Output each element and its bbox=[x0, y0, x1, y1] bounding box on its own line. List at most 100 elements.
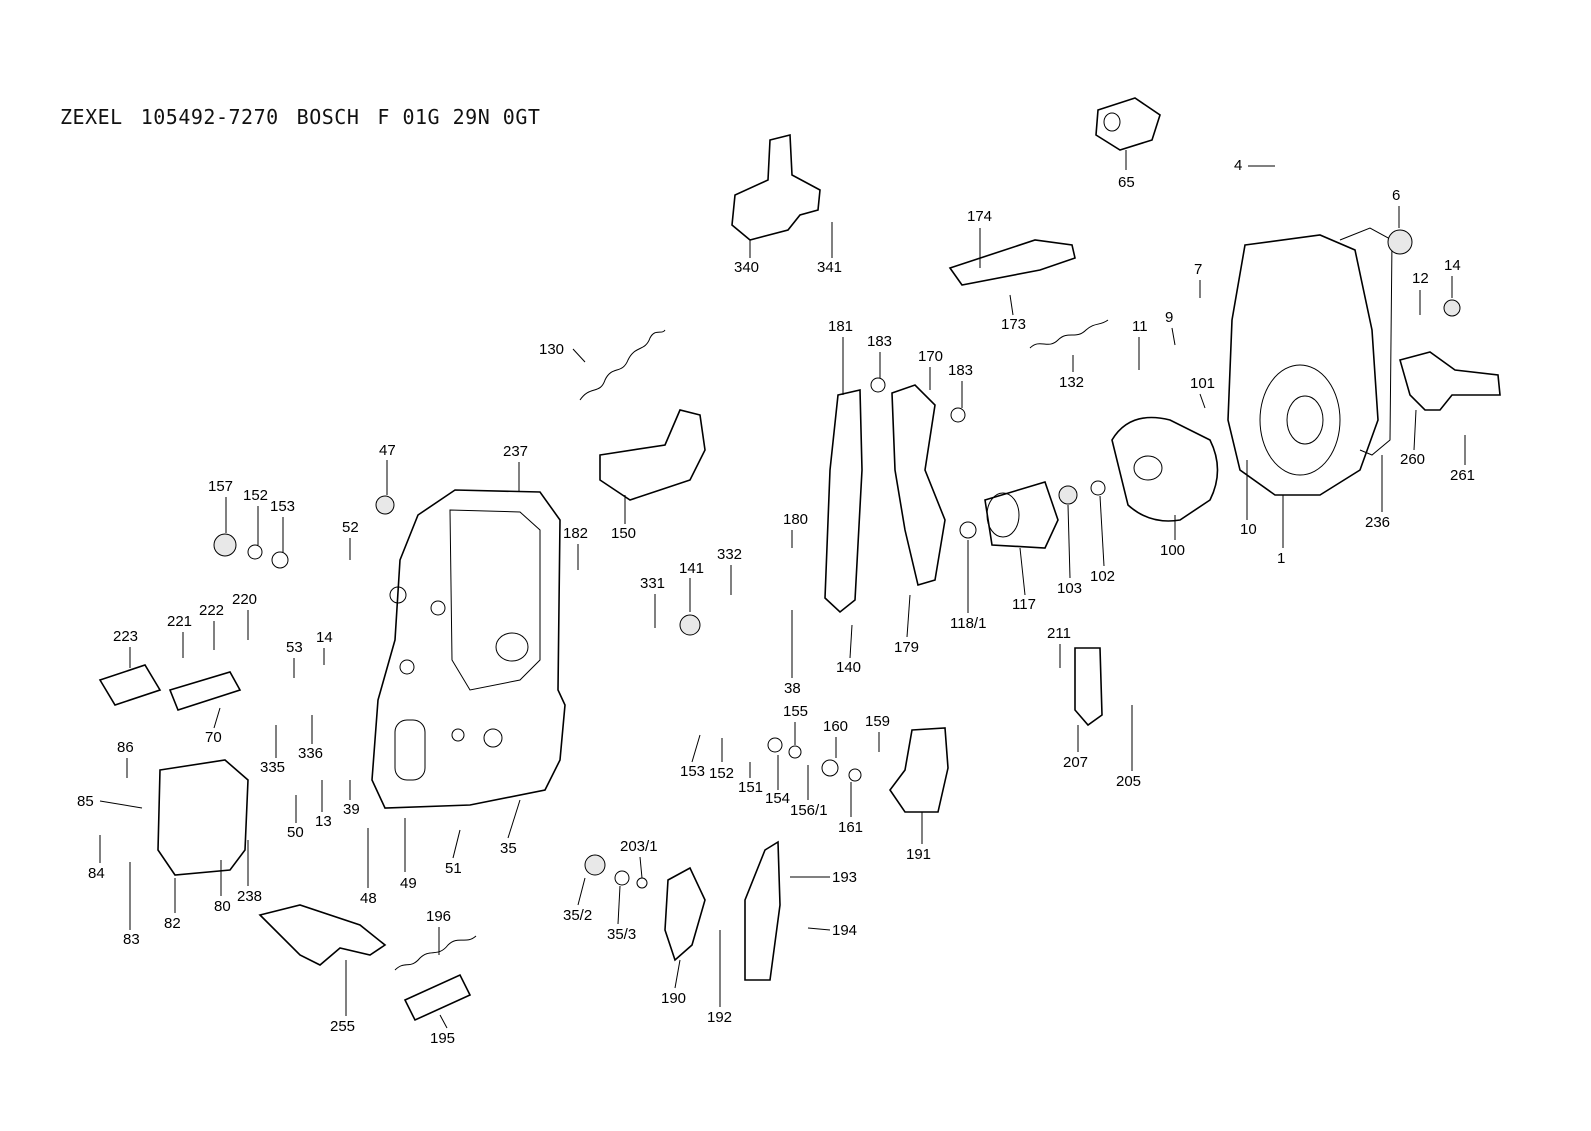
spring-130-shape bbox=[579, 329, 666, 401]
part-label-p80: 80 bbox=[214, 898, 231, 915]
part-label-p35_2: 35/2 bbox=[563, 907, 592, 924]
part-number-labels: 146791011121314143535/235/33839474849505… bbox=[77, 157, 1475, 1047]
fastener-103 bbox=[1058, 485, 1078, 505]
part-label-p331: 331 bbox=[640, 575, 665, 592]
leader-line-p190 bbox=[674, 959, 681, 989]
part-label-p170: 170 bbox=[918, 348, 943, 365]
housing-boss-1 bbox=[389, 586, 407, 604]
part-label-p336: 336 bbox=[298, 745, 323, 762]
part-label-p194: 194 bbox=[832, 922, 857, 939]
tube-195-shape bbox=[403, 973, 472, 1022]
part-label-p156_1: 156/1 bbox=[790, 802, 828, 819]
bracket-193-shape bbox=[744, 840, 781, 981]
leader-line-p35 bbox=[507, 799, 521, 839]
part-label-p220: 220 bbox=[232, 591, 257, 608]
part-label-p11: 11 bbox=[1132, 318, 1148, 335]
fastener-203-1 bbox=[636, 877, 648, 889]
part-label-p332: 332 bbox=[717, 546, 742, 563]
fastener-102 bbox=[1090, 480, 1106, 496]
part-label-p132: 132 bbox=[1059, 374, 1084, 391]
cap-nut-shape bbox=[1095, 97, 1161, 151]
leader-line-p140 bbox=[849, 624, 853, 659]
part-label-p157: 157 bbox=[208, 478, 233, 495]
part-label-p159: 159 bbox=[865, 713, 890, 730]
part-label-p1: 1 bbox=[1277, 550, 1285, 567]
part-label-p182: 182 bbox=[563, 525, 588, 542]
cap-nut-hole bbox=[1103, 112, 1121, 132]
lever-181-shape bbox=[824, 389, 863, 614]
part-label-p238: 238 bbox=[237, 888, 262, 905]
pump-body-bore-inner bbox=[1286, 395, 1324, 445]
part-label-p237: 237 bbox=[503, 443, 528, 460]
part-label-p84: 84 bbox=[88, 865, 105, 882]
part-label-p190: 190 bbox=[661, 990, 686, 1007]
part-label-p152a: 152 bbox=[243, 487, 268, 504]
small-fasteners bbox=[213, 229, 1461, 889]
fastener-14 bbox=[1443, 299, 1461, 317]
part-label-p152b: 152 bbox=[709, 765, 734, 782]
lever-190-shape bbox=[664, 866, 706, 962]
part-label-p117: 117 bbox=[1012, 596, 1036, 613]
part-label-p181: 181 bbox=[828, 318, 853, 335]
part-label-p192: 192 bbox=[707, 1009, 732, 1026]
fastener-47 bbox=[375, 495, 395, 515]
leader-line-p101 bbox=[1199, 393, 1206, 409]
leader-line-p103 bbox=[1067, 504, 1071, 579]
part-label-p173: 173 bbox=[1001, 316, 1026, 333]
part-label-p153b: 153 bbox=[680, 763, 705, 780]
part-label-p70: 70 bbox=[205, 729, 222, 746]
leader-line-p173 bbox=[1009, 294, 1014, 316]
part-label-p13: 13 bbox=[315, 813, 332, 830]
part-label-p140: 140 bbox=[836, 659, 861, 676]
part-label-p236: 236 bbox=[1365, 514, 1390, 531]
spring-196-shape bbox=[394, 935, 477, 971]
leader-line-p85 bbox=[99, 800, 143, 809]
part-label-p183a: 183 bbox=[867, 333, 892, 350]
part-label-p86: 86 bbox=[117, 739, 134, 756]
shaft-70-shape bbox=[168, 671, 242, 711]
leader-line-p70 bbox=[213, 707, 221, 729]
part-label-p14a: 14 bbox=[1444, 257, 1461, 274]
plug-223-shape bbox=[98, 664, 162, 706]
part-label-p141: 141 bbox=[679, 560, 704, 577]
bracket-340-shape bbox=[731, 133, 821, 241]
part-label-p260: 260 bbox=[1400, 451, 1425, 468]
part-label-p155: 155 bbox=[783, 703, 808, 720]
leader-line-p195 bbox=[439, 1014, 448, 1029]
part-label-p49: 49 bbox=[400, 875, 417, 892]
fastener-157 bbox=[213, 533, 237, 557]
part-label-p83: 83 bbox=[123, 931, 140, 948]
leader-line-p51 bbox=[452, 829, 461, 859]
part-label-p35: 35 bbox=[500, 840, 517, 857]
part-label-p9: 9 bbox=[1165, 309, 1173, 326]
part-label-p153a: 153 bbox=[270, 498, 295, 515]
part-label-p4: 4 bbox=[1234, 157, 1242, 174]
part-label-p205: 205 bbox=[1116, 773, 1141, 790]
leader-line-p194 bbox=[807, 927, 831, 931]
fastener-6 bbox=[1387, 229, 1413, 255]
housing-boss-3 bbox=[483, 728, 503, 748]
sleeve-shape bbox=[984, 481, 1059, 549]
housing-window bbox=[394, 719, 426, 781]
cover-238-shape bbox=[157, 759, 249, 876]
part-label-p103: 103 bbox=[1057, 580, 1082, 597]
part-label-p10: 10 bbox=[1240, 521, 1257, 538]
fastener-153-clip bbox=[271, 551, 289, 569]
housing-inner-outline bbox=[449, 509, 541, 691]
lever-170-shape bbox=[891, 384, 946, 587]
housing-boss-4 bbox=[451, 728, 465, 742]
fastener-35-2 bbox=[584, 854, 606, 876]
part-label-p261: 261 bbox=[1450, 467, 1475, 484]
fastener-154 bbox=[767, 737, 783, 753]
bracket-260-shape bbox=[1399, 351, 1501, 411]
weight-carrier-shape bbox=[1111, 416, 1219, 522]
title-brand-zexel: ZEXEL bbox=[60, 105, 123, 129]
part-label-p196: 196 bbox=[426, 908, 451, 925]
part-artwork bbox=[98, 97, 1501, 1022]
part-label-p100: 100 bbox=[1160, 542, 1185, 559]
housing-boss-5 bbox=[399, 659, 415, 675]
leader-line-p179 bbox=[906, 594, 911, 638]
part-label-p14b: 14 bbox=[316, 629, 333, 646]
